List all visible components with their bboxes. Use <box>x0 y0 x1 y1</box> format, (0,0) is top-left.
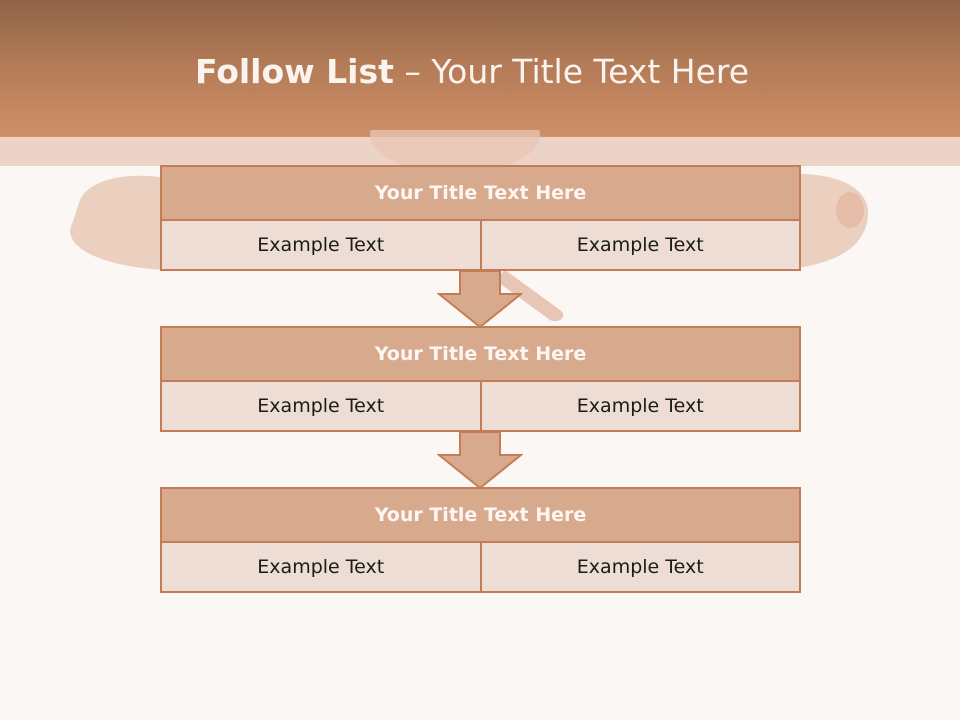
header-bar <box>0 0 960 137</box>
step-cell-right: Example Text <box>479 543 800 591</box>
slide-title: Follow List – Your Title Text Here <box>0 52 944 91</box>
step-title: Your Title Text Here <box>160 326 801 382</box>
step-cell-left: Example Text <box>257 395 385 417</box>
down-arrow-icon <box>437 432 523 490</box>
step-cell-right: Example Text <box>479 221 800 269</box>
step-cell-left: Example Text <box>257 556 385 578</box>
step-cell-left: Example Text <box>257 234 385 256</box>
title-bold: Follow List <box>194 52 394 91</box>
step-cells: Example Text Example Text <box>160 221 801 271</box>
step-cell-right: Example Text <box>479 382 800 430</box>
down-arrow-icon <box>437 271 523 329</box>
step-block-1: Your Title Text Here Example Text Exampl… <box>160 165 801 271</box>
step-cells: Example Text Example Text <box>160 543 801 593</box>
step-title: Your Title Text Here <box>160 487 801 543</box>
step-block-3: Your Title Text Here Example Text Exampl… <box>160 487 801 593</box>
step-block-2: Your Title Text Here Example Text Exampl… <box>160 326 801 432</box>
title-rest: – Your Title Text Here <box>393 52 750 91</box>
step-cells: Example Text Example Text <box>160 382 801 432</box>
step-title: Your Title Text Here <box>160 165 801 221</box>
